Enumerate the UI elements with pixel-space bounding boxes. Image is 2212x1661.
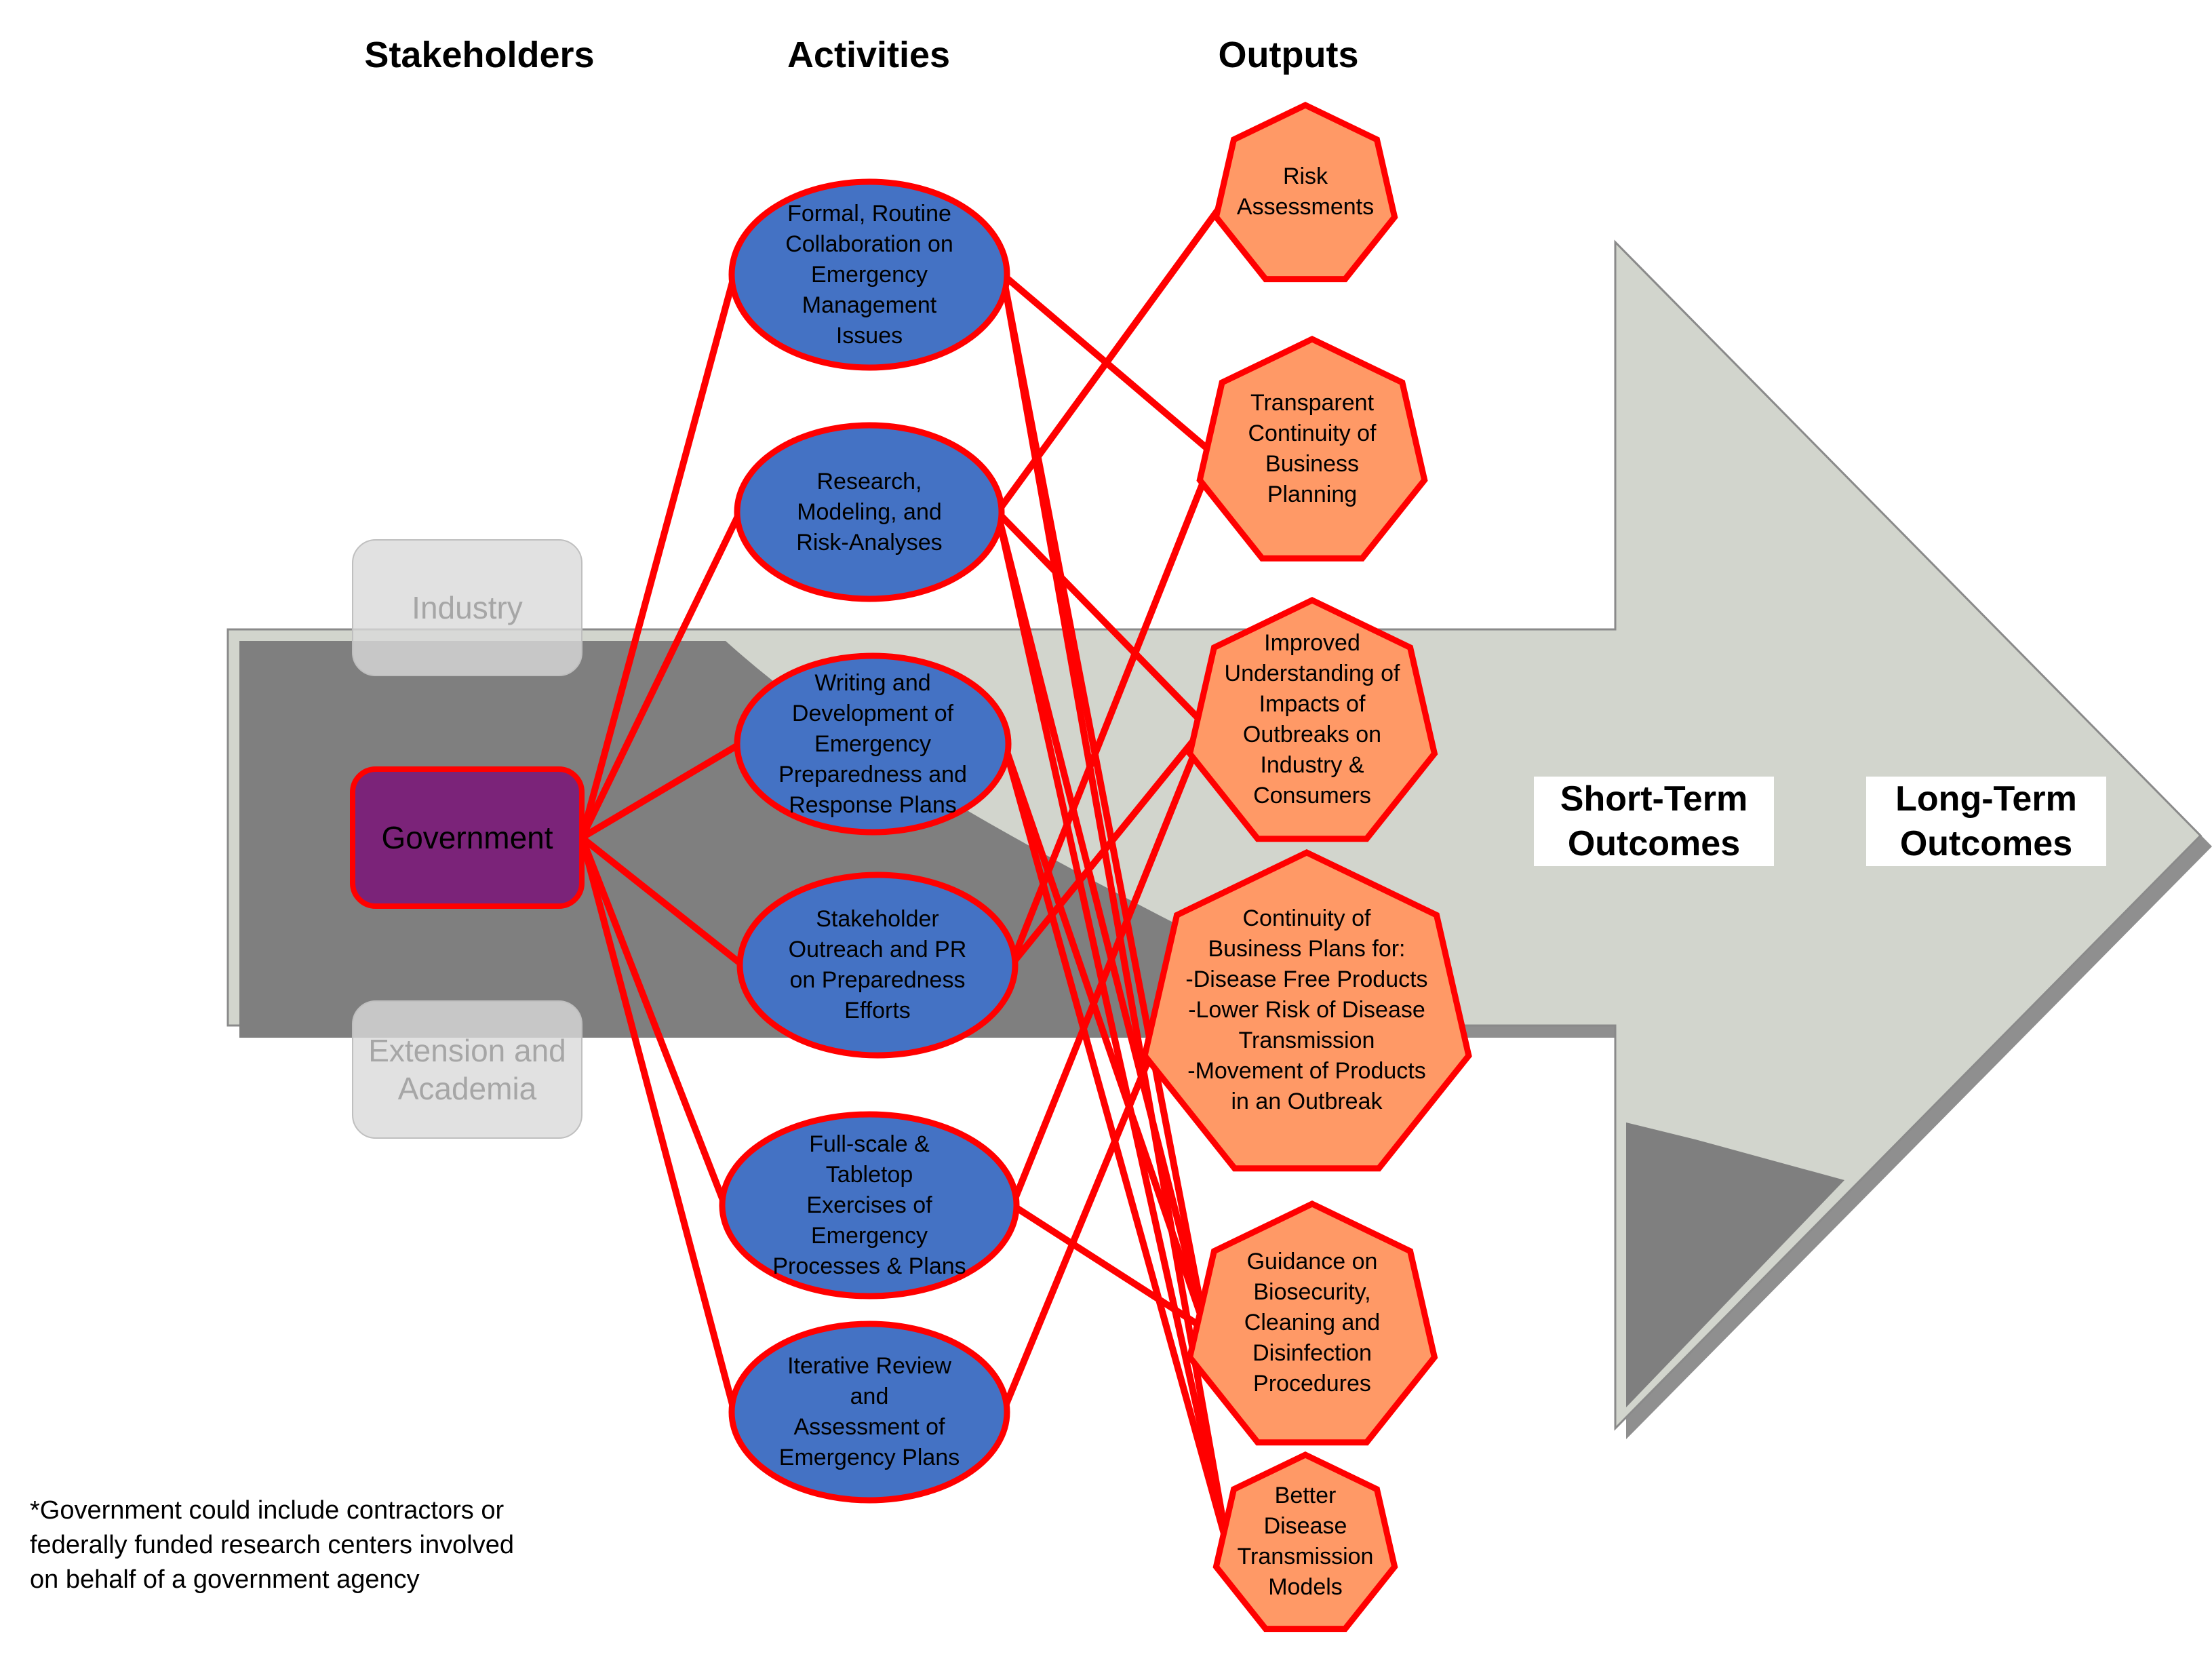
output-label-o5: Guidance on Biosecurity, Cleaning and Di…	[1244, 1249, 1381, 1397]
link-a2-o6	[994, 511, 1231, 1548]
stakeholder-extension-academia[interactable]: Extension and Academia	[368, 1033, 566, 1106]
link-government-a3	[580, 741, 742, 841]
activity-node-a3[interactable]	[734, 652, 1012, 836]
connection-lines	[578, 195, 1231, 1548]
output-node-o2[interactable]	[1196, 336, 1428, 562]
link-government-a4	[579, 835, 745, 968]
output-node-o4[interactable]	[1141, 849, 1472, 1172]
output-node-o3[interactable]	[1186, 597, 1438, 842]
stakeholder-government[interactable]: Government	[381, 820, 553, 855]
output-node-o5[interactable]	[1186, 1200, 1438, 1446]
link-a3-o5	[1001, 743, 1209, 1331]
output-label-o6: Better Disease Transmission Models	[1237, 1483, 1374, 1601]
link-a2-o5	[994, 511, 1209, 1331]
link-a5-o3	[1009, 724, 1209, 1207]
link-government-a5	[578, 836, 728, 1207]
activity-node-a1[interactable]	[728, 178, 1010, 371]
link-a4-o3	[1008, 723, 1208, 968]
link-a5-o5	[1010, 1202, 1208, 1333]
link-a4-o2	[1008, 453, 1218, 966]
long-term-outcomes-label: Long-Term Outcomes	[1866, 777, 2106, 866]
link-government-a1	[578, 273, 738, 839]
activity-node-a6[interactable]	[728, 1321, 1010, 1504]
activity-node-a4[interactable]	[736, 872, 1019, 1059]
node-shapes	[350, 102, 1472, 1633]
output-node-o1[interactable]	[1212, 102, 1398, 283]
arrow-dark-head	[1626, 1122, 1844, 1407]
output-label-o2: Transparent Continuity of Business Plann…	[1248, 389, 1377, 507]
header-stakeholders: Stakeholders	[364, 35, 595, 75]
link-a2-o1	[994, 195, 1231, 514]
stakeholder-industry[interactable]: Industry	[412, 590, 523, 625]
footnote: *Government could include contractors or…	[30, 1496, 514, 1594]
stakeholder-box-extension	[352, 1000, 582, 1139]
link-a2-o3	[995, 509, 1208, 728]
output-node-o6[interactable]	[1212, 1451, 1398, 1633]
link-government-a6	[578, 836, 738, 1413]
activity-label-a6: Iterative Review and Assessment of Emerg…	[778, 1353, 960, 1470]
output-label-o3: Improved Understanding of Impacts of Out…	[1224, 629, 1400, 808]
stakeholder-box-industry	[352, 539, 582, 676]
activity-label-a3: Writing and Development of Emergency Pre…	[778, 669, 967, 818]
activity-label-a5: Full-scale & Tabletop Exercises of Emerg…	[772, 1131, 966, 1279]
activity-label-a1: Formal, Routine Collaboration on Emergen…	[785, 200, 953, 349]
header-activities: Activities	[787, 35, 951, 75]
header-outputs: Outputs	[1218, 35, 1359, 75]
output-label-o1: Risk Assessments	[1236, 163, 1375, 220]
short-term-outcomes-label: Short-Term Outcomes	[1534, 777, 1774, 866]
link-a6-o4	[1000, 1017, 1169, 1413]
activity-node-a5[interactable]	[719, 1111, 1020, 1300]
link-government-a2	[578, 510, 743, 840]
activity-node-a2[interactable]	[734, 422, 1005, 602]
activity-label-a4: Stakeholder Outreach and PR on Preparedn…	[788, 906, 967, 1023]
output-label-o4: Continuity of Business Plans for: -Disea…	[1185, 905, 1428, 1115]
activity-label-a2: Research, Modeling, and Risk-Analyses	[796, 468, 943, 555]
link-a1-o6	[1000, 274, 1231, 1547]
stakeholder-box-government	[350, 766, 585, 909]
